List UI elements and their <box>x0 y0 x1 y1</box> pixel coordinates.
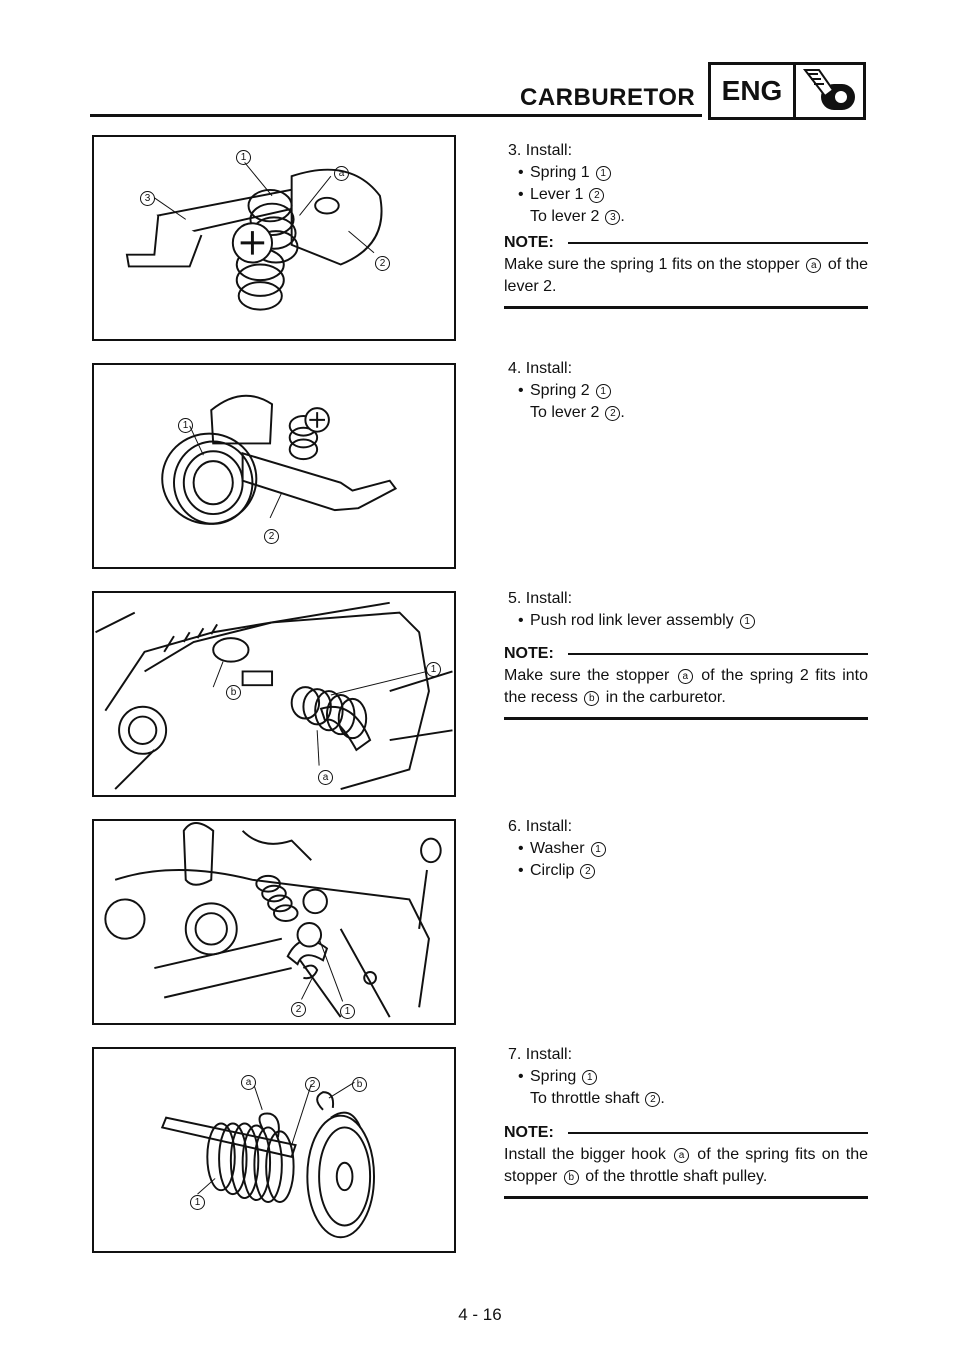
callout-marker: 1 <box>236 148 251 166</box>
note-text: Make sure the spring 1 fits on the stopp… <box>504 256 869 295</box>
callout-marker: 1 <box>426 660 441 678</box>
callout-marker: a <box>334 164 349 182</box>
note-label: NOTE: <box>504 1124 554 1141</box>
section-tag-label: ENG <box>711 65 796 117</box>
callout-marker: b <box>226 683 241 701</box>
callout-marker: 2 <box>375 254 390 272</box>
figure-throttle-spring <box>92 1047 456 1253</box>
callout-marker: 1 <box>340 1002 355 1020</box>
step-title: 7. Install: <box>508 1046 573 1063</box>
step-title: 5. Install: <box>508 590 573 607</box>
callout-marker: 2 <box>264 527 279 545</box>
step-5: 5. Install: Push rod link lever assembly… <box>508 588 868 632</box>
section-title: CARBURETOR <box>520 84 696 111</box>
step-title: 4. Install: <box>508 360 573 377</box>
step-bullet: Spring 21 <box>508 380 868 402</box>
wrench-icon <box>796 65 863 117</box>
callout-marker: 1 <box>178 416 193 434</box>
callout-marker: b <box>352 1075 367 1093</box>
callout-marker: a <box>318 768 333 786</box>
section-tag: ENG <box>708 62 866 120</box>
figure-push-rod-link <box>92 591 456 797</box>
figure-spring-lever <box>92 135 456 341</box>
note-2: NOTE: Make sure the stopper a of the spr… <box>504 643 868 720</box>
step-bullet: Lever 12 <box>508 184 868 206</box>
callout-marker: 3 <box>140 189 155 207</box>
note-text: Install the bigger hook a of the spring … <box>504 1146 869 1185</box>
page-number: 4 - 16 <box>458 1305 502 1324</box>
note-3: NOTE: Install the bigger hook a of the s… <box>504 1122 868 1199</box>
step-bullet: Spring 11 <box>508 162 868 184</box>
callout-marker: 1 <box>190 1193 205 1211</box>
step-title: 3. Install: <box>508 142 573 159</box>
note-label: NOTE: <box>504 645 554 662</box>
header-rule <box>90 114 702 117</box>
callout-marker: 2 <box>291 1000 306 1018</box>
step-3: 3. Install: Spring 11 Lever 12 To lever … <box>508 140 868 228</box>
note-1: NOTE: Make sure the spring 1 fits on the… <box>504 232 868 309</box>
note-label: NOTE: <box>504 234 554 251</box>
figure-washer-circlip <box>92 819 456 1025</box>
step-title: 6. Install: <box>508 818 573 835</box>
callout-marker: 2 <box>305 1075 320 1093</box>
step-4: 4. Install: Spring 21 To lever 22. <box>508 358 868 424</box>
note-text: Make sure the stopper a of the spring 2 … <box>504 667 868 706</box>
callout-marker: a <box>241 1073 256 1091</box>
